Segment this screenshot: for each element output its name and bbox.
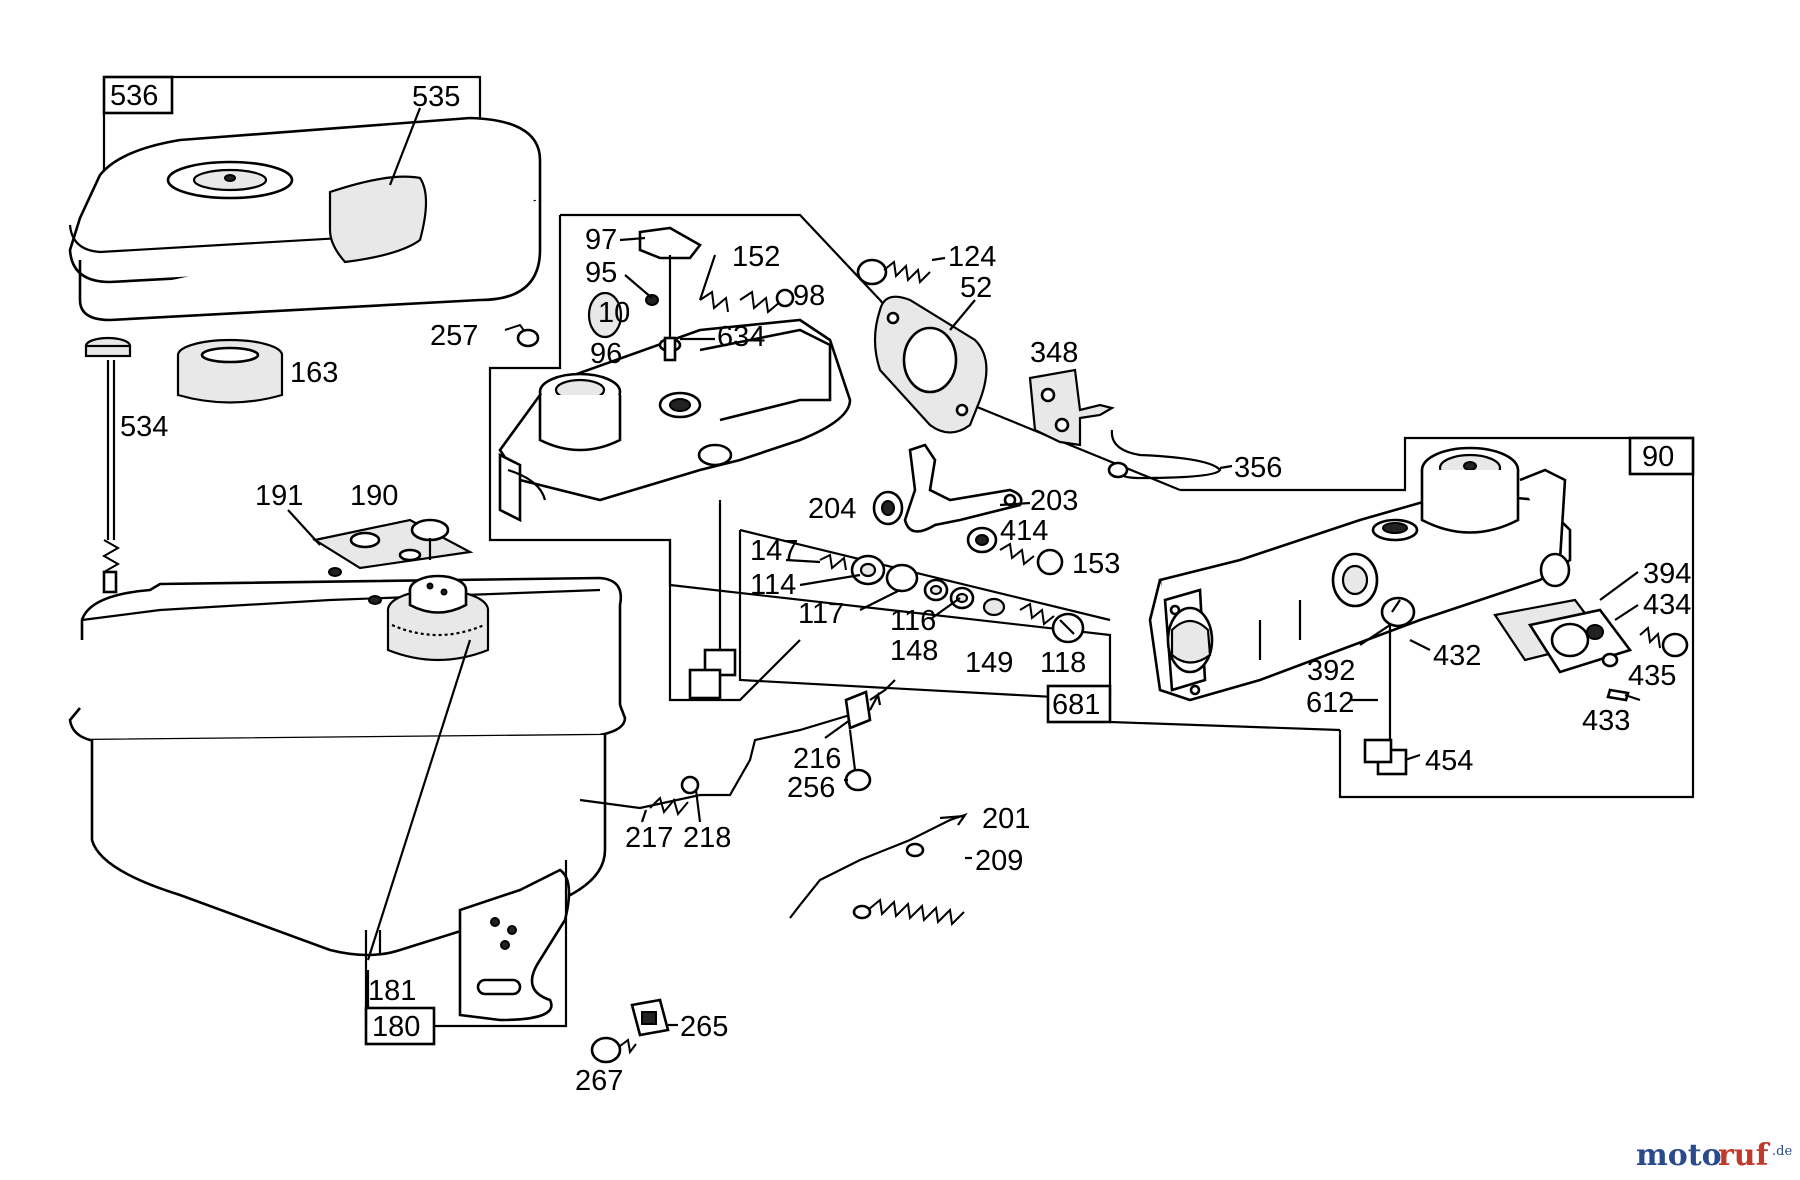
- label-265: 265: [680, 1011, 728, 1043]
- label-256: 256: [787, 772, 835, 804]
- label-114: 114: [750, 569, 796, 601]
- carburetor-group-90: 90 394: [1109, 436, 1695, 799]
- label-257: 257: [430, 320, 478, 352]
- label-536: 536: [110, 80, 158, 112]
- screw-190: [410, 518, 450, 542]
- label-356: 356: [1234, 452, 1282, 484]
- fuel-tank-rim: [68, 704, 627, 742]
- label-217: 217: [625, 822, 673, 854]
- throttle-plate-96: [587, 291, 623, 339]
- svg-text:10: 10: [598, 297, 630, 329]
- label-149: 149: [965, 647, 1013, 679]
- clamp-parts: 265 267: [575, 998, 728, 1097]
- label-52: 52: [960, 272, 992, 304]
- label-394: 394: [1643, 558, 1691, 590]
- screw-435: [1661, 632, 1689, 658]
- ferrule-218: [680, 775, 700, 795]
- air-cleaner-base: [78, 200, 542, 322]
- air-cleaner-group: 536 535 163: [68, 75, 542, 404]
- gasket-191-group: 191 190: [255, 480, 474, 605]
- label-190: 190: [350, 480, 398, 512]
- label-180: 180: [372, 1011, 420, 1043]
- screw-257: [516, 328, 540, 348]
- label-98: 98: [793, 280, 825, 312]
- label-124: 124: [948, 241, 996, 273]
- label-95: 95: [585, 257, 617, 289]
- label-box-536: [102, 75, 174, 115]
- clip-256: [844, 768, 872, 792]
- nut-117: [885, 563, 919, 593]
- spring-152: [699, 290, 729, 313]
- label-90: 90: [1642, 441, 1674, 473]
- spring-217: [649, 796, 689, 817]
- label-534: 534: [120, 411, 168, 443]
- fuel-tank-body: [90, 735, 607, 957]
- bolt-124: [856, 258, 888, 286]
- screw-432: [1380, 596, 1416, 628]
- label-204: 204: [808, 493, 856, 525]
- label-203: 203: [1030, 485, 1078, 517]
- label-535: 535: [412, 81, 460, 113]
- label-201: 201: [982, 803, 1030, 835]
- watermark-ruf: ruf: [1718, 1138, 1771, 1173]
- label-218: 218: [683, 822, 731, 854]
- lever-203: [903, 443, 1023, 533]
- screw-98: [739, 290, 781, 314]
- carburetor-group-681: 681 10 97 95 96 152 98 634: [430, 213, 1181, 724]
- label-box-90: [1628, 436, 1695, 476]
- fuel-tank-group: 181 180: [68, 574, 627, 1046]
- label-116: 116: [890, 605, 936, 637]
- foam-filter-535: [328, 175, 428, 264]
- screw-153: [1036, 548, 1064, 576]
- label-432: 432: [1433, 640, 1481, 672]
- watermark: moto ruf .de: [1636, 1138, 1792, 1173]
- label-216: 216: [793, 743, 841, 775]
- label-97: 97: [585, 224, 617, 256]
- screw-95: [645, 294, 659, 306]
- label-634: 634: [717, 321, 765, 353]
- watermark-moto: moto: [1636, 1138, 1722, 1173]
- label-118: 118: [1040, 647, 1086, 679]
- label-147: 147: [750, 535, 798, 567]
- label-612: 612: [1306, 687, 1354, 719]
- bracket-348: [1028, 368, 1115, 447]
- label-163: 163: [290, 357, 338, 389]
- spring-149: [982, 597, 1006, 617]
- label-435: 435: [1628, 660, 1676, 692]
- dipstick-group: 534: [84, 336, 168, 594]
- label-152: 152: [732, 241, 780, 273]
- link-356: [1110, 429, 1222, 480]
- label-414: 414: [1000, 515, 1048, 547]
- label-434: 434: [1643, 589, 1691, 621]
- governor-linkage: 216 256 217 218: [579, 679, 896, 854]
- label-191: 191: [255, 480, 303, 512]
- label-box-681: [1046, 684, 1112, 724]
- label-96: 96: [590, 338, 622, 370]
- intake-parts: 124 52 348 356: [856, 241, 1282, 484]
- label-181: 181: [368, 975, 416, 1007]
- label-348: 348: [1030, 337, 1078, 369]
- spring-209: [867, 898, 965, 927]
- fuel-pickup-612: [1363, 738, 1393, 764]
- spring-parts: 201 209: [789, 803, 1030, 927]
- label-681: 681: [1052, 689, 1100, 721]
- label-117: 117: [798, 598, 844, 630]
- label-433: 433: [1582, 705, 1630, 737]
- throttle-lever-97: [638, 226, 702, 260]
- screw-147: [819, 553, 847, 571]
- label-392: 392: [1307, 655, 1355, 687]
- screw-267: [590, 1036, 622, 1064]
- label-454: 454: [1425, 745, 1473, 777]
- label-267: 267: [575, 1065, 623, 1097]
- watermark-de: .de: [1772, 1144, 1792, 1159]
- label-153: 153: [1072, 548, 1120, 580]
- label-209: 209: [975, 845, 1023, 877]
- pin-433: [1606, 688, 1630, 702]
- label-148: 148: [890, 635, 938, 667]
- lever-parts: 204 203 414 153: [808, 443, 1120, 580]
- governor-link: [579, 708, 871, 810]
